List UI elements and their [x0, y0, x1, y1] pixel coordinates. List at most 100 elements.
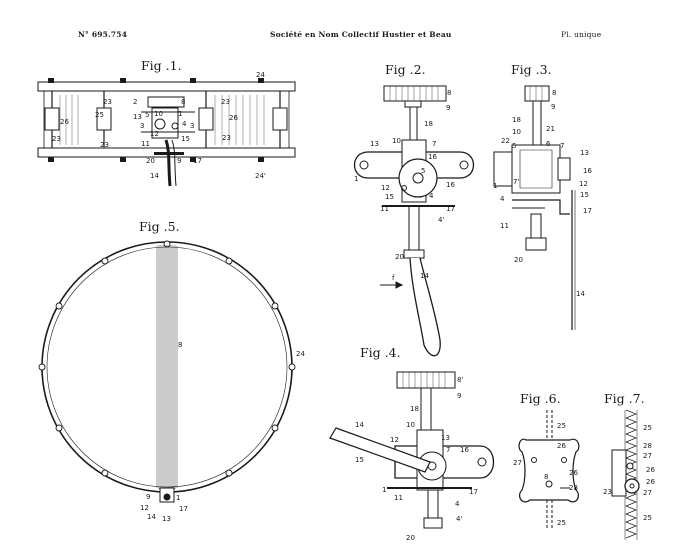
fig5-drum-top-view: Fig .5. — [38, 219, 296, 503]
fig2-label: 10 — [392, 137, 401, 145]
fig3-label: 9 — [551, 103, 555, 111]
patent-number: N° 695.754 — [78, 30, 128, 39]
fig3-label: 22 — [501, 137, 510, 145]
fig4-label: 9 — [457, 392, 461, 400]
fig3-label: 14 — [576, 290, 585, 298]
fig3-label: 17 — [583, 207, 592, 215]
fig1-label: 17 — [193, 157, 202, 165]
fig3-label: 15 — [580, 191, 589, 199]
fig5-label: 8 — [178, 341, 182, 349]
fig3-strainer-side: Fig .3. — [493, 62, 576, 330]
fig1-label: 5 — [145, 111, 149, 119]
fig5-label: 24 — [296, 350, 305, 358]
fig2-label: 16 — [428, 153, 437, 161]
fig4-label: 8' — [457, 376, 463, 384]
fig1-label: 12 — [150, 130, 159, 138]
fig1-drum-side-view: Fig .1. — [37, 58, 296, 187]
fig2-label: 11 — [380, 205, 389, 213]
fig5-label: 14 — [147, 513, 156, 521]
fig3-label: 6 — [546, 140, 551, 148]
fig4-label: 1 — [382, 486, 386, 494]
fig1-label: 10 — [154, 110, 163, 118]
fig4-label: 10 — [406, 421, 415, 429]
fig2-label: 12 — [381, 184, 390, 192]
fig7-label: 25 — [643, 424, 652, 432]
fig7-label: 25 — [643, 514, 652, 522]
fig3-label: 7' — [513, 178, 519, 186]
fig1-label: 1 — [178, 110, 182, 118]
fig1-label: 4 — [182, 120, 187, 128]
fig4-label: 15 — [355, 456, 364, 464]
fig6-label: 25 — [557, 519, 566, 527]
fig4-label: 12 — [390, 436, 399, 444]
fig1-title: Fig .1. — [141, 58, 182, 73]
fig6-label: 28 — [569, 484, 578, 492]
fig4-label: 14 — [355, 421, 364, 429]
fig7-snare-attachment-side: Fig .7. — [604, 391, 645, 540]
applicant-name: Société en Nom Collectif Hustier et Beau — [270, 30, 452, 39]
fig6-title: Fig .6. — [520, 391, 561, 406]
fig7-title: Fig .7. — [604, 391, 645, 406]
fig1-label: 23 — [221, 98, 230, 106]
fig1-label: 25 — [95, 111, 104, 119]
fig2-label: 7 — [432, 140, 436, 148]
fig2-label: 15 — [385, 193, 394, 201]
fig2-label: 4' — [438, 216, 444, 224]
fig4-label: 16 — [460, 446, 469, 454]
fig2-label: 5 — [421, 167, 425, 175]
fig3-label: 8 — [552, 89, 556, 97]
sheet-label: Pl. unique — [561, 30, 602, 39]
fig2-label: 4 — [429, 192, 434, 200]
fig1-label: 3 — [140, 122, 144, 130]
fig7-label: 27 — [643, 452, 652, 460]
fig1-label: 3 — [190, 122, 194, 130]
fig1-label: 26 — [229, 114, 238, 122]
fig4-label: 11 — [394, 494, 403, 502]
fig7-label: 26 — [646, 478, 655, 486]
fig1-label: 11 — [141, 140, 150, 148]
fig5-label: 12 — [140, 504, 149, 512]
fig1-label: 13 — [133, 113, 142, 121]
fig2-label: 13 — [370, 140, 379, 148]
fig4-label: 4' — [456, 515, 462, 523]
fig3-label: 12 — [579, 180, 588, 188]
fig4-label: 20 — [406, 534, 415, 542]
fig1-label: 9 — [177, 157, 181, 165]
fig2-label: 1 — [354, 175, 358, 183]
fig4-label: 13 — [441, 434, 450, 442]
fig5-label: 17 — [179, 505, 188, 513]
fig1-label: 23 — [103, 98, 112, 106]
fig7-label: 23 — [603, 488, 612, 496]
fig2-title: Fig .2. — [385, 62, 426, 77]
fig7-label: 26 — [646, 466, 655, 474]
fig5-label: 13 — [162, 515, 171, 523]
fig6-snare-attachment: Fig .6. — [518, 391, 580, 530]
fig5-title: Fig .5. — [139, 219, 180, 234]
fig6-label: 8 — [544, 473, 548, 481]
fig1-label: 15 — [181, 135, 190, 143]
fig1-label: 26 — [60, 118, 69, 126]
fig4-title: Fig .4. — [360, 345, 401, 360]
fig1-label: 24 — [256, 71, 265, 79]
fig2-strainer-front: Fig .2. — [353, 62, 475, 357]
fig2-label: 18 — [424, 120, 433, 128]
fig6-label: 25 — [557, 422, 566, 430]
fig6-label: 26 — [557, 442, 566, 450]
fig4-label: 4 — [455, 500, 460, 508]
fig5-label: 9 — [146, 493, 150, 501]
fig1-label: 20 — [146, 157, 155, 165]
fig4-label: 17 — [469, 488, 478, 496]
fig3-label: 13 — [580, 149, 589, 157]
fig3-label: 18 — [512, 116, 521, 124]
fig3-label: 5 — [512, 142, 516, 150]
fig7-label: 28 — [643, 442, 652, 450]
fig3-label: 20 — [514, 256, 523, 264]
fig3-label: 21 — [546, 125, 555, 133]
fig5-label: 1 — [176, 494, 180, 502]
fig2-label: 9 — [446, 104, 450, 112]
fig3-label: 1 — [493, 182, 497, 190]
fig1-label: 2 — [133, 98, 137, 106]
fig1-label: 8 — [181, 98, 185, 106]
fig1-label: 23 — [52, 135, 61, 143]
